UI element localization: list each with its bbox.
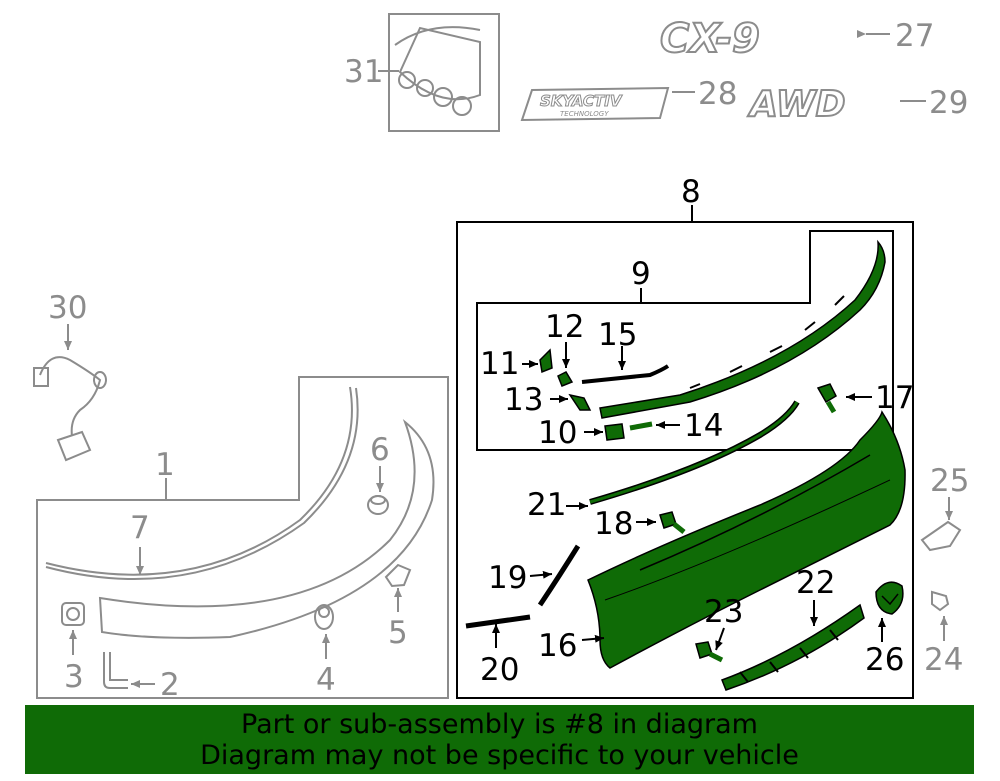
callout-18: 18 [594, 506, 633, 542]
callout-2: 2 [160, 667, 180, 703]
banner-line-2: Diagram may not be specific to your vehi… [200, 739, 799, 771]
part-25-bracket [920, 497, 962, 552]
callout-31: 31 [344, 54, 383, 90]
callout-27: 27 [895, 18, 934, 54]
part-7-arch-molding [45, 386, 359, 580]
part-9-molding-subassembly-box [476, 230, 894, 451]
callout-14: 14 [684, 408, 723, 444]
callout-13: 13 [504, 382, 543, 418]
callout-8: 8 [681, 174, 701, 210]
callout-1: 1 [155, 447, 175, 483]
callout-10: 10 [538, 415, 577, 451]
part-31-bracket-group [378, 13, 500, 132]
callout-21: 21 [527, 487, 566, 523]
svg-text:TECHNOLOGY: TECHNOLOGY [560, 110, 609, 118]
part-1-wheel-arch-group [36, 376, 449, 699]
callout-28: 28 [698, 76, 737, 112]
part-17-bolt [816, 383, 872, 414]
callout-24: 24 [924, 642, 963, 678]
banner-line-1: Part or sub-assembly is #8 in diagram [241, 708, 758, 740]
svg-text:SKYACTIV: SKYACTIV [540, 92, 623, 110]
fender-flare [98, 418, 435, 639]
part-16-bumper-cover [581, 410, 906, 669]
callout-30: 30 [48, 290, 87, 326]
part-22-bracket [721, 600, 865, 691]
part-19-trim-strip [529, 544, 581, 607]
part-13-end-piece [550, 393, 592, 411]
callout-3: 3 [64, 659, 84, 695]
callout-26: 26 [865, 642, 904, 678]
callout-25: 25 [930, 463, 969, 499]
part-12-clip [557, 342, 574, 387]
svg-text:AWD: AWD [747, 84, 845, 125]
info-banner: Part or sub-assembly is #8 in diagram Di… [25, 705, 974, 774]
callout-7: 7 [130, 510, 150, 546]
callout-9: 9 [631, 256, 651, 292]
callout-6: 6 [370, 432, 390, 468]
callout-29: 29 [929, 85, 968, 121]
part-24-bolt [931, 590, 950, 641]
callout-17: 17 [875, 380, 914, 416]
bumper-garnish-molding [599, 239, 886, 419]
part-29-awd-emblem: AWD [746, 83, 926, 126]
part-18-bolt [636, 511, 686, 534]
callout-22: 22 [796, 565, 835, 601]
svg-text:CX-9: CX-9 [660, 16, 760, 62]
callout-19: 19 [488, 560, 527, 596]
part-3-square-clip [61, 602, 85, 655]
part-15-molding-strip [581, 346, 670, 384]
part-11-clip [522, 348, 553, 374]
callout-20: 20 [480, 652, 519, 688]
part-14-strip [629, 421, 680, 431]
part-23-bolt [695, 627, 725, 663]
part-20-trim-strip [465, 614, 531, 648]
callout-16: 16 [538, 628, 577, 664]
callout-5: 5 [388, 615, 408, 651]
part-27-cx9-emblem: CX-9 [659, 15, 890, 63]
callout-23: 23 [704, 594, 743, 630]
callout-15: 15 [598, 317, 637, 353]
part-4-grommet [314, 604, 334, 659]
callout-11: 11 [480, 346, 519, 382]
part-8-bumper-assembly-box [456, 205, 914, 699]
part-30-wire-harness [33, 324, 107, 462]
part-28-skyactiv-emblem: SKYACTIV TECHNOLOGY [520, 86, 695, 122]
part-21-molding [566, 400, 800, 510]
part-26-mazda-emblem [875, 581, 904, 642]
part-5-bracket [384, 563, 412, 612]
part-6-clip [367, 466, 389, 515]
callout-4: 4 [316, 662, 336, 698]
callout-12: 12 [545, 309, 584, 345]
part-10-cap [584, 423, 625, 441]
part-2-l-bracket [103, 652, 155, 689]
